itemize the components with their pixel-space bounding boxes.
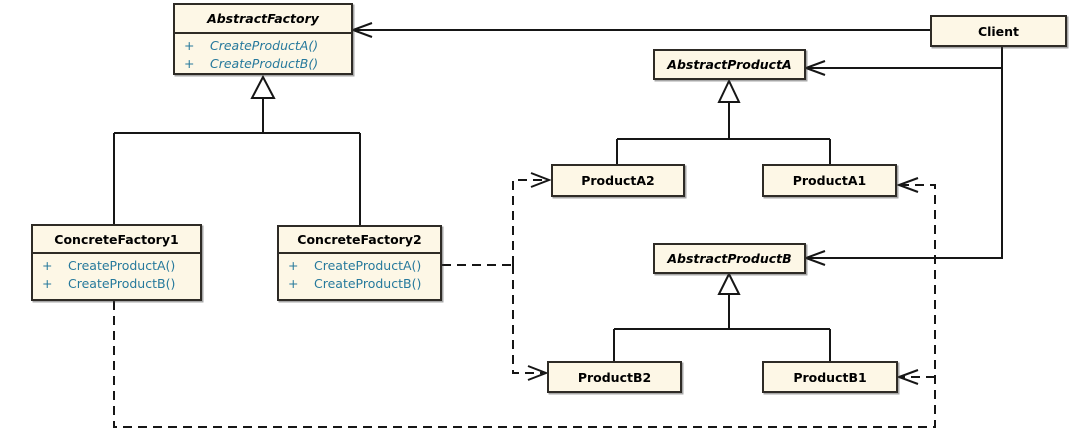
open-arrowhead-icon	[350, 22, 373, 38]
method-list: + CreateProductA() + CreateProductB()	[175, 34, 351, 75]
association-client-abstractfactory	[350, 22, 930, 38]
method-signature: CreateProductB()	[314, 276, 422, 291]
triangle-arrowhead-icon	[250, 74, 276, 99]
association-client-abstractproducta	[803, 60, 1002, 76]
class-title: AbstractFactory	[175, 5, 351, 34]
dependency-concretefactory2	[442, 172, 552, 381]
method-signature: CreateProductA()	[314, 258, 422, 273]
visibility-label: +	[42, 276, 53, 291]
visibility-label: +	[42, 258, 53, 273]
class-title: ConcreteFactory1	[33, 226, 200, 254]
open-arrowhead-icon	[896, 369, 919, 385]
class-title: AbstractProductB	[667, 251, 792, 266]
method-row: + CreateProductA()	[184, 37, 345, 55]
class-abstract-product-b[interactable]: AbstractProductB	[653, 243, 806, 274]
method-row: + CreateProductB()	[288, 275, 434, 293]
generalization-factories	[113, 74, 361, 225]
class-product-a1[interactable]: ProductA1	[762, 164, 897, 197]
class-abstract-factory[interactable]: AbstractFactory + CreateProductA() + Cre…	[173, 3, 353, 75]
triangle-arrowhead-icon	[717, 78, 741, 103]
method-signature: CreateProductB()	[68, 276, 176, 291]
class-product-a2[interactable]: ProductA2	[551, 164, 685, 197]
class-title: AbstractProductA	[667, 57, 792, 72]
method-list: + CreateProductA() + CreateProductB()	[33, 254, 200, 299]
class-title: ProductB2	[577, 369, 652, 385]
method-signature: CreateProductA()	[68, 258, 176, 273]
open-arrowhead-icon	[530, 172, 552, 188]
triangle-arrowhead-icon	[717, 271, 741, 295]
class-product-b2[interactable]: ProductB2	[547, 361, 682, 393]
class-title: ProductA2	[581, 173, 655, 188]
method-signature: CreateProductA()	[210, 38, 319, 53]
method-row: + CreateProductA()	[288, 257, 434, 275]
open-arrowhead-icon	[527, 365, 549, 381]
visibility-label: +	[288, 258, 299, 273]
method-row: + CreateProductB()	[42, 275, 194, 293]
open-arrowhead-icon	[803, 250, 826, 266]
class-title: ProductA1	[792, 173, 867, 188]
class-abstract-product-a[interactable]: AbstractProductA	[653, 49, 806, 80]
method-list: + CreateProductA() + CreateProductB()	[279, 254, 440, 299]
open-arrowhead-icon	[896, 177, 919, 193]
visibility-label: +	[184, 38, 195, 53]
method-signature: CreateProductB()	[210, 56, 319, 71]
visibility-label: +	[288, 276, 299, 291]
class-product-b1[interactable]: ProductB1	[762, 361, 898, 393]
dependency-concretefactory1	[113, 177, 936, 428]
class-title: ConcreteFactory2	[279, 227, 440, 254]
class-concrete-factory1[interactable]: ConcreteFactory1 + CreateProductA() + Cr…	[31, 224, 202, 301]
generalization-products-a	[616, 78, 831, 164]
method-row: + CreateProductB()	[184, 55, 345, 73]
class-title: Client	[977, 23, 1020, 39]
class-concrete-factory2[interactable]: ConcreteFactory2 + CreateProductA() + Cr…	[277, 225, 442, 301]
method-row: + CreateProductA()	[42, 257, 194, 275]
visibility-label: +	[184, 56, 195, 71]
association-client-abstractproductb	[803, 47, 1003, 266]
class-client[interactable]: Client	[930, 15, 1067, 47]
generalization-products-b	[613, 271, 831, 361]
open-arrowhead-icon	[803, 60, 826, 76]
class-title: ProductB1	[793, 369, 867, 385]
